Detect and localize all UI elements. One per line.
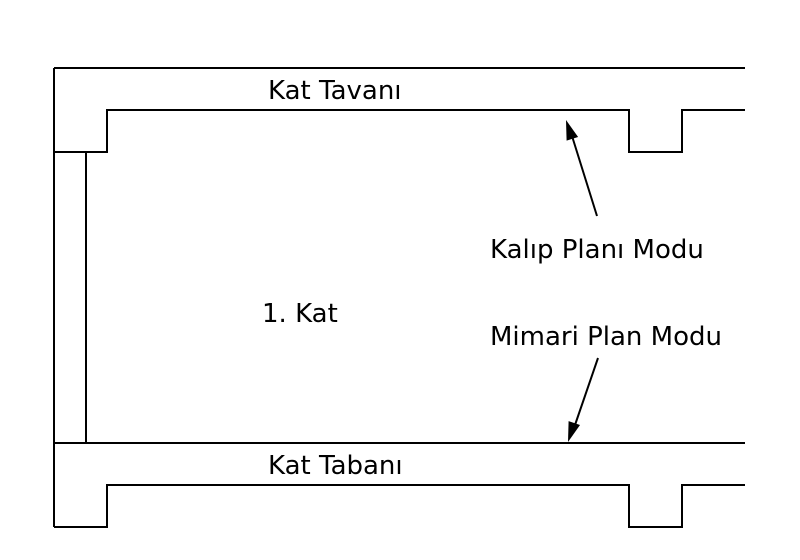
formwork-mode-arrow (566, 120, 598, 217)
architectural-mode-label: Mimari Plan Modu (490, 322, 722, 352)
floor-slab (53, 442, 745, 528)
formwork-mode-label: Kalıp Planı Modu (490, 235, 704, 265)
floor-base-label: Kat Tabanı (268, 451, 403, 481)
ceiling-slab-bottom-outline (54, 109, 745, 153)
floor-slab-bottom-outline (54, 484, 745, 528)
ceiling-slab (53, 67, 745, 153)
storey-label: 1. Kat (262, 299, 338, 329)
ceiling-label: Kat Tavanı (268, 76, 402, 106)
architectural-mode-arrow (568, 357, 599, 442)
